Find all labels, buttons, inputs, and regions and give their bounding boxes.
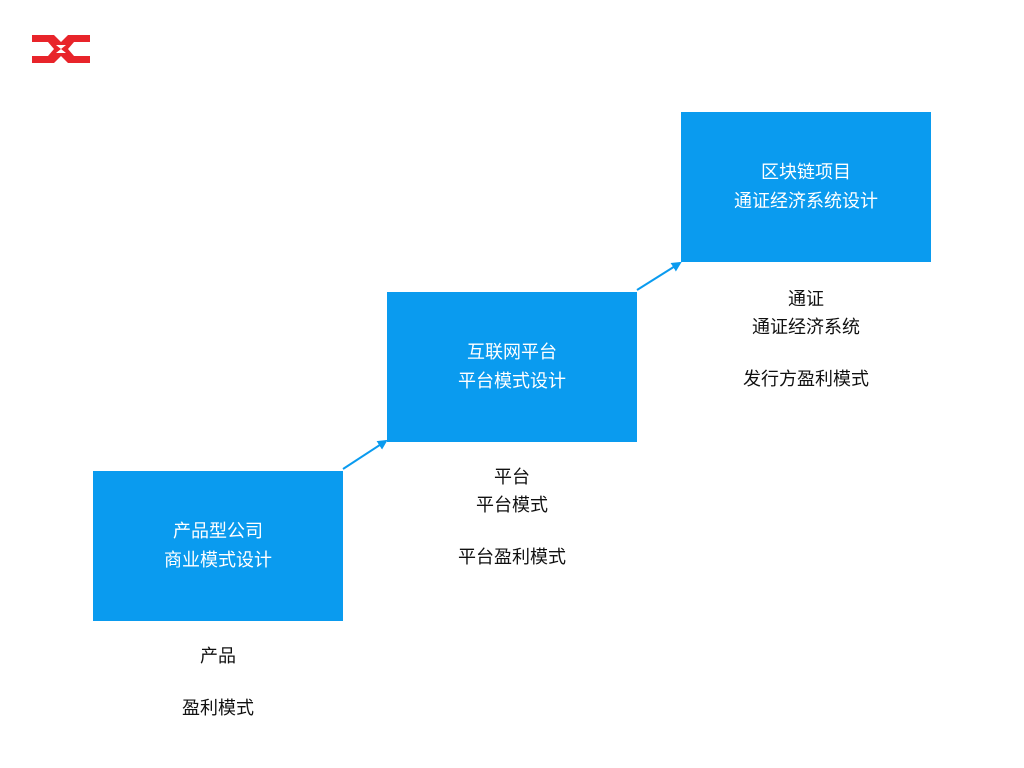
- stage-title: 产品型公司: [173, 521, 263, 542]
- caption-line: 平台: [494, 467, 530, 488]
- arrow-stage-2-to-3: [636, 261, 682, 291]
- stage-caption-internet-platform: 平台 平台模式 平台盈利模式: [387, 464, 637, 572]
- caption-line: 产品: [200, 646, 236, 667]
- caption-line: 平台模式: [476, 495, 548, 516]
- stage-caption-blockchain-project: 通证 通证经济系统 发行方盈利模式: [681, 286, 931, 394]
- arrow-stage-1-to-2: [342, 439, 388, 470]
- brand-logo-icon: [32, 35, 90, 63]
- stage-box-blockchain-project: 区块链项目 通证经济系统设计: [681, 112, 931, 262]
- stage-title: 区块链项目: [761, 162, 851, 183]
- stage-title: 互联网平台: [467, 342, 557, 363]
- caption-note: 发行方盈利模式: [743, 369, 869, 390]
- stage-subtitle: 商业模式设计: [164, 550, 272, 571]
- stage-caption-product-company: 产品 盈利模式: [93, 643, 343, 723]
- caption-note: 平台盈利模式: [458, 547, 566, 568]
- caption-note: 盈利模式: [182, 698, 254, 719]
- stage-box-internet-platform: 互联网平台 平台模式设计: [387, 292, 637, 442]
- caption-line: 通证经济系统: [752, 317, 860, 338]
- stage-subtitle: 通证经济系统设计: [734, 191, 878, 212]
- caption-line: 通证: [788, 289, 824, 310]
- stage-box-product-company: 产品型公司 商业模式设计: [93, 471, 343, 621]
- stage-subtitle: 平台模式设计: [458, 371, 566, 392]
